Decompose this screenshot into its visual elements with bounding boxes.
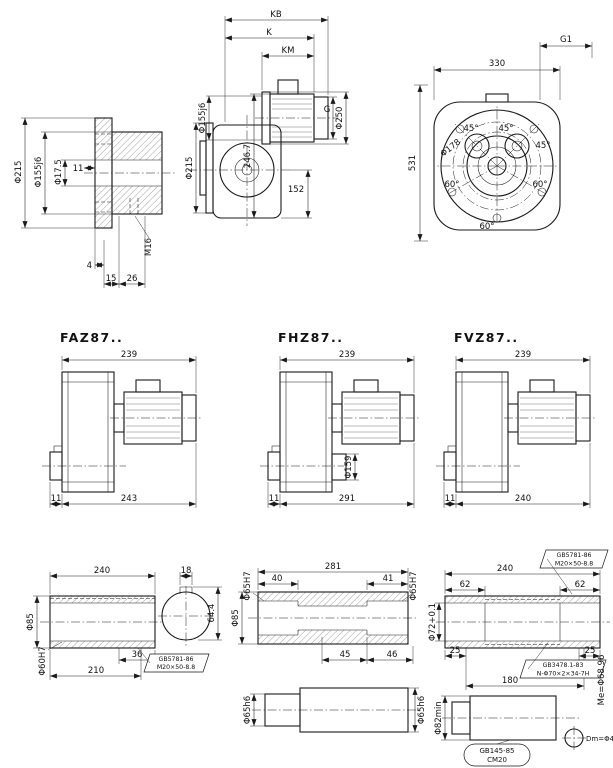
dim-faz-b2: 243 — [121, 494, 137, 504]
bolt-spec-flag-2 — [539, 549, 609, 569]
dim-11: 11 — [73, 164, 84, 174]
dim-26: 26 — [127, 274, 138, 284]
dim-dia65h-left: Φ65h6 — [243, 696, 253, 724]
dim-dia17-5: Φ17.5 — [54, 159, 64, 185]
dim-62-right: 62 — [575, 580, 586, 590]
angle-60-1: 60° — [444, 180, 459, 190]
dim-62-left: 62 — [460, 580, 471, 590]
angle-45-1: 45° — [463, 124, 478, 134]
dim-246-7: 246.7 — [243, 144, 253, 168]
dim-g: G — [324, 105, 331, 115]
variant-title-faz87: FAZ87.. — [60, 330, 123, 345]
dim-fhz-b2: 291 — [339, 494, 355, 504]
dim-15: 15 — [106, 274, 117, 284]
bolt-spec2-line1: GB5781-86 — [557, 552, 592, 559]
dim-210: 210 — [88, 666, 104, 676]
dim-36: 36 — [132, 650, 143, 660]
dim-4: 4 — [87, 261, 92, 271]
dim-dia65-right: Φ65H7 — [409, 571, 419, 600]
dim-dia85-mid: Φ85 — [231, 609, 241, 627]
dim-180: 180 — [502, 676, 518, 686]
variant-title-fhz87: FHZ87.. — [278, 330, 343, 345]
angle-60-3: 60° — [479, 222, 494, 232]
dim-281: 281 — [325, 562, 341, 572]
output-flange-edge — [205, 122, 214, 214]
dim-25-left: 25 — [450, 646, 461, 656]
dim-dia65h-right: Φ65h6 — [417, 696, 427, 724]
dim-152: 152 — [288, 185, 304, 195]
detail-hollow-shaft-keyed: 240 18 64.4 36 210 Φ85 Φ60H7 GB5781-86 M… — [26, 566, 222, 680]
center-hole-line2: CM20 — [487, 756, 507, 764]
dim-dia82min: Φ82min — [434, 701, 444, 735]
detail-hollow-shaft-splined: 240 62 62 GB5781-86 M20×50-8.8 Φ72+0.1 2… — [428, 549, 613, 767]
dim-dia178: Φ178 — [439, 137, 463, 159]
dim-330: 330 — [489, 59, 505, 69]
dim-km: KM — [282, 46, 295, 56]
view-rear: G1 330 531 Φ178 45° 45° 45° 60° 60° 60° — [408, 35, 593, 242]
dim-dia215-front: Φ215 — [185, 157, 195, 180]
spline-spec-line2: N-Φ70×2×34-7H — [537, 671, 590, 678]
dim-46: 46 — [387, 650, 398, 660]
dim-41: 41 — [383, 574, 394, 584]
label-m16: M16 — [144, 238, 154, 256]
variant-faz87: FAZ87.. 239 11 243 — [41, 330, 203, 508]
dim-dia215: Φ215 — [14, 161, 24, 184]
dim-240-keyed: 240 — [94, 566, 110, 576]
dim-me: Me=Φ68.96 — [597, 655, 607, 706]
dim-dia155-front: Φ155j6 — [198, 103, 208, 134]
angle-45-3: 45° — [535, 141, 550, 151]
dim-fvz-b2: 240 — [515, 494, 531, 504]
spline-spec-line1: GB3478.1-83 — [543, 662, 584, 669]
variant-fhz87: FHZ87.. Φ159 239 11 291 — [259, 330, 421, 508]
spline-spec-flag — [519, 659, 607, 679]
dim-25-right: 25 — [585, 646, 596, 656]
view-front: KB K KM Φ155j6 Φ215 246.7 152 G Φ250 — [185, 10, 349, 226]
dim-dia250: Φ250 — [335, 107, 345, 130]
detail-hollow-shaft-mid: 281 40 41 Φ65H7 Φ65H7 Φ85 45 46 Φ65h6 Φ6… — [231, 562, 427, 733]
dim-dia155: Φ155j6 — [34, 157, 44, 188]
angle-45-2: 45° — [498, 124, 513, 134]
dim-dia72: Φ72+0.1 — [428, 603, 438, 641]
center-hole-line1: GB145-85 — [479, 747, 514, 755]
dim-fhz-b1: 11 — [269, 494, 280, 504]
dim-240-spline: 240 — [497, 564, 513, 574]
variant-fvz87: FVZ87.. 239 11 240 — [435, 330, 597, 508]
dim-dia85-keyed: Φ85 — [26, 613, 36, 631]
angle-60-2: 60° — [532, 180, 547, 190]
bolt-spec-line2: M20×50-8.8 — [157, 664, 195, 671]
bolt-spec-flag — [143, 653, 210, 673]
dim-fhz-dia159: Φ159 — [344, 456, 354, 479]
dim-18: 18 — [181, 566, 192, 576]
bolt-spec-line1: GB5781-86 — [159, 656, 194, 663]
top-lug — [485, 93, 509, 103]
dim-dia60: Φ60H7 — [38, 646, 48, 675]
output-spigot-edge — [199, 140, 207, 196]
dim-g1: G1 — [560, 35, 572, 45]
dim-64-4: 64.4 — [207, 604, 217, 623]
dim-fvz-b1: 11 — [445, 494, 456, 504]
dim-fhz-top: 239 — [339, 350, 355, 360]
dim-faz-b1: 11 — [51, 494, 62, 504]
dim-dm: Dm=Φ4 — [586, 735, 613, 743]
dim-40: 40 — [272, 574, 283, 584]
variant-title-fvz87: FVZ87.. — [454, 330, 519, 345]
bolt-spec2-line2: M20×50-8.8 — [555, 561, 593, 568]
shrink-disc-hub — [331, 453, 347, 481]
dim-531: 531 — [408, 155, 418, 171]
dim-45: 45 — [340, 650, 351, 660]
dim-fvz-top: 239 — [515, 350, 531, 360]
dim-k: K — [266, 28, 272, 38]
dim-dia65-left: Φ65H7 — [243, 571, 253, 600]
dim-kb: KB — [270, 10, 282, 20]
terminal-box — [277, 79, 299, 95]
dim-faz-top: 239 — [121, 350, 137, 360]
view-output-flange-section: Φ215 Φ155j6 Φ17.5 11 M16 4 15 26 — [14, 117, 176, 288]
